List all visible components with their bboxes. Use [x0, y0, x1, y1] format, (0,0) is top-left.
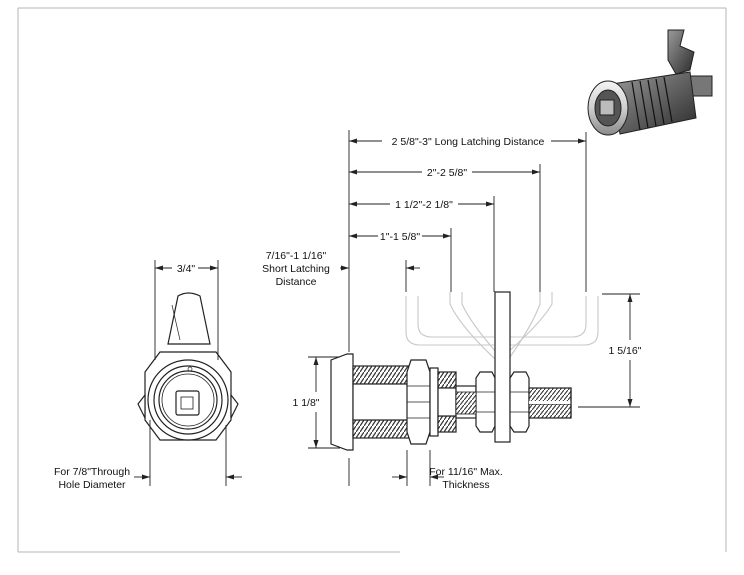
frame-border — [17, 7, 727, 553]
label-112-218: 1 1/2"-2 1/8" — [395, 199, 453, 211]
label-long-latching: 2 5/8"-3" Long Latching Distance — [392, 136, 545, 148]
label-height-1516: 1 5/16" — [609, 345, 642, 357]
label-2-258: 2"-2 5/8" — [427, 167, 467, 179]
label-short-line3: Distance — [276, 276, 317, 288]
arrowheads — [142, 138, 633, 480]
label-hole-line2: Hole Diameter — [58, 479, 126, 491]
front-view — [137, 292, 239, 441]
label-thick-line1: For 11/16" Max. — [429, 466, 503, 478]
label-short-line2: Short Latching — [262, 263, 330, 275]
label-1-158: 1"-1 5/8" — [380, 231, 420, 243]
label-short-line1: 7/16"-1 1/16" — [266, 250, 327, 262]
product-photo — [587, 29, 713, 136]
label-thick-line2: Thickness — [442, 479, 489, 491]
side-view — [330, 291, 599, 451]
label-width-34: 3/4" — [177, 263, 196, 275]
label-height-118: 1 1/8" — [292, 397, 319, 409]
label-hole-line1: For 7/8"Through — [54, 466, 130, 478]
